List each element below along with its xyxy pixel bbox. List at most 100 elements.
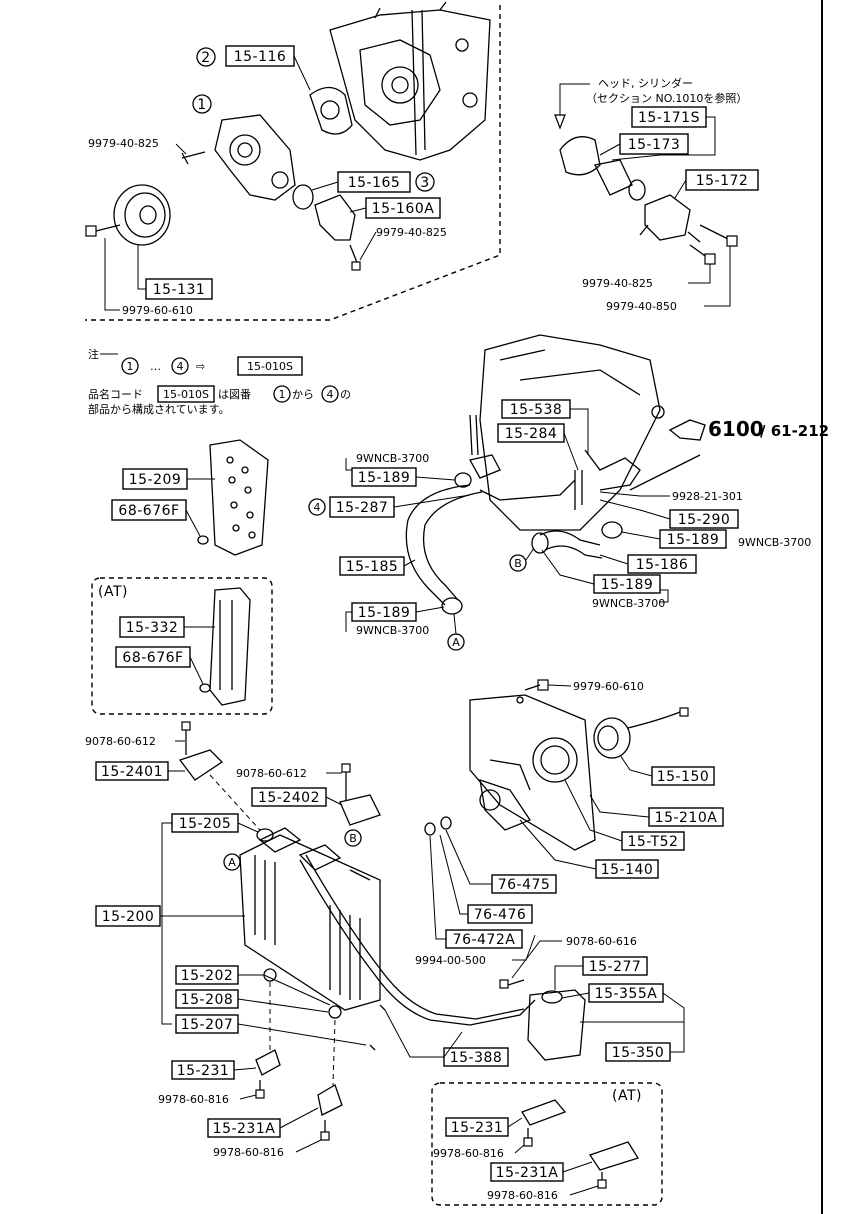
svg-text:15-202: 15-202 (181, 968, 234, 984)
part-label-15-189-d[interactable]: 15-189 (593, 574, 661, 594)
svg-text:15-287: 15-287 (336, 500, 389, 516)
part-label-15-388[interactable]: 15-388 (443, 1047, 509, 1067)
svg-text:15-189: 15-189 (358, 605, 411, 621)
part-label-15-116[interactable]: 15-116 (225, 45, 295, 67)
part-label-76-472A[interactable]: 76-472A (445, 929, 523, 949)
svg-text:15-231: 15-231 (177, 1063, 230, 1079)
part-label-68-676F-a[interactable]: 68-676F (111, 499, 187, 521)
part-label-15-209[interactable]: 15-209 (122, 468, 188, 490)
part-label-15-150[interactable]: 15-150 (651, 766, 715, 786)
svg-text:15-538: 15-538 (510, 402, 563, 418)
part-label-15-207[interactable]: 15-207 (175, 1014, 239, 1034)
svg-text:15-284: 15-284 (505, 426, 558, 442)
part-label-15-231-b[interactable]: 15-231 (445, 1117, 509, 1137)
part-label-15-172[interactable]: 15-172 (685, 169, 759, 191)
svg-text:15-290: 15-290 (678, 512, 731, 528)
part-label-15-2402[interactable]: 15-2402 (251, 787, 327, 807)
callout-B-radiator: B (344, 829, 362, 847)
part-label-15-231A-a[interactable]: 15-231A (207, 1118, 281, 1138)
part-label-15-210A[interactable]: 15-210A (648, 807, 724, 827)
part-label-15-332[interactable]: 15-332 (119, 616, 185, 638)
part-label-68-676F-b[interactable]: 68-676F (115, 646, 191, 668)
svg-text:15-186: 15-186 (636, 557, 689, 573)
part-label-15-200[interactable]: 15-200 (95, 905, 161, 927)
part-label-15-131[interactable]: 15-131 (145, 278, 213, 300)
svg-text:68-676F: 68-676F (118, 503, 179, 519)
part-label-15-290[interactable]: 15-290 (669, 509, 739, 529)
part-label-15-185[interactable]: 15-185 (339, 556, 405, 576)
svg-text:15-210A: 15-210A (655, 810, 718, 826)
reference-6100: 6100 / 61-212 (668, 417, 829, 441)
part-label-15-186[interactable]: 15-186 (627, 554, 697, 574)
clamp-label-9wncb-2[interactable]: 9WNCB-3700 (356, 624, 429, 637)
part-label-15-231-a[interactable]: 15-231 (171, 1060, 235, 1080)
clamp-label-9wncb-3[interactable]: 9WNCB-3700 (738, 536, 811, 549)
svg-text:15-185: 15-185 (346, 559, 399, 575)
engine-hoses-drawing (405, 334, 701, 615)
clamp-label-9wncb-1[interactable]: 9WNCB-3700 (356, 452, 429, 465)
bolt-label-9078-60-616[interactable]: 9078-60-616 (566, 935, 637, 948)
note-line1: 1 … 4 ⇨ 15-010S (121, 356, 303, 376)
bolt-label-9078-60-612-a[interactable]: 9078-60-612 (85, 735, 156, 748)
part-label-15-2401[interactable]: 15-2401 (95, 761, 169, 781)
part-label-15-173[interactable]: 15-173 (619, 133, 689, 155)
part-label-15-T52[interactable]: 15-T52 (621, 831, 685, 851)
bolt-label-9078-60-612-b[interactable]: 9078-60-612 (236, 767, 307, 780)
water-pump-section (85, 1, 501, 321)
svg-text:15-231A: 15-231A (496, 1165, 559, 1181)
svg-text:15-209: 15-209 (129, 472, 182, 488)
radiator-drawing (239, 827, 536, 1051)
bolt-label-9979-40-825-b[interactable]: 9979-40-825 (376, 226, 447, 239)
svg-text:15-150: 15-150 (657, 769, 710, 785)
svg-text:15-165: 15-165 (348, 175, 401, 191)
part-label-76-475[interactable]: 76-475 (491, 874, 557, 894)
part-label-15-160A[interactable]: 15-160A (365, 197, 441, 219)
part-label-15-231A-b[interactable]: 15-231A (490, 1162, 564, 1182)
callout-1: 1 (192, 94, 212, 114)
part-label-15-171S[interactable]: 15-171S (631, 106, 707, 128)
svg-text:ヘッド, シリンダー: ヘッド, シリンダー (598, 76, 693, 90)
bolt-label-9979-40-825-a[interactable]: 9979-40-825 (88, 137, 159, 150)
callout-3: 3 (415, 172, 435, 192)
part-label-15-277[interactable]: 15-277 (582, 956, 648, 976)
lower-bracket-drawing (255, 1049, 343, 1141)
bolt-label-9978-60-816-b[interactable]: 9978-60-816 (213, 1146, 284, 1159)
svg-text:4: 4 (314, 501, 321, 514)
bolt-label-9978-60-816-d[interactable]: 9978-60-816 (487, 1189, 558, 1202)
part-label-15-205[interactable]: 15-205 (171, 813, 239, 833)
svg-text:/ 61-212: / 61-212 (760, 422, 829, 440)
svg-text:から: から (292, 388, 314, 401)
part-label-76-476[interactable]: 76-476 (467, 904, 533, 924)
svg-text:A: A (228, 856, 236, 869)
part-label-15-287[interactable]: 15-287 (329, 496, 395, 518)
part-label-15-202[interactable]: 15-202 (175, 965, 239, 985)
bolt-label-9928-21-301[interactable]: 9928-21-301 (672, 490, 743, 503)
bolt-label-9979-60-610-b[interactable]: 9979-60-610 (573, 680, 644, 693)
svg-text:15-388: 15-388 (450, 1050, 503, 1066)
clamp-label-9wncb-4[interactable]: 9WNCB-3700 (592, 597, 665, 610)
bolt-label-9979-60-610-a[interactable]: 9979-60-610 (122, 304, 193, 317)
svg-text:15-355A: 15-355A (595, 986, 658, 1002)
bolt-label-9978-60-816-c[interactable]: 9978-60-816 (433, 1147, 504, 1160)
bolt-label-9978-60-816-a[interactable]: 9978-60-816 (158, 1093, 229, 1106)
svg-text:は図番: は図番 (218, 388, 251, 401)
part-label-15-189-a[interactable]: 15-189 (351, 467, 417, 487)
part-label-15-350[interactable]: 15-350 (605, 1042, 671, 1062)
part-label-15-165[interactable]: 15-165 (337, 171, 411, 193)
part-label-15-355A[interactable]: 15-355A (588, 983, 664, 1003)
bolt-label-9994-00-500[interactable]: 9994-00-500 (415, 954, 486, 967)
svg-text:(AT): (AT) (612, 1088, 642, 1104)
part-label-15-208[interactable]: 15-208 (175, 989, 239, 1009)
at-section-1: (AT) 15-332 68-676F (91, 577, 273, 715)
svg-text:（セクション NO.1010を参照）: （セクション NO.1010を参照） (586, 91, 747, 105)
part-label-15-189-c[interactable]: 15-189 (659, 529, 727, 549)
bolt-label-9979-40-825-c[interactable]: 9979-40-825 (582, 277, 653, 290)
part-label-15-538[interactable]: 15-538 (501, 399, 571, 419)
part-label-15-140[interactable]: 15-140 (595, 859, 659, 879)
bolt-label-9979-40-850[interactable]: 9979-40-850 (606, 300, 677, 313)
svg-text:1: 1 (279, 388, 286, 401)
svg-text:品名コード: 品名コード (88, 387, 143, 401)
svg-text:15-231: 15-231 (451, 1120, 504, 1136)
part-label-15-189-b[interactable]: 15-189 (351, 602, 417, 622)
part-label-15-284[interactable]: 15-284 (497, 423, 565, 443)
